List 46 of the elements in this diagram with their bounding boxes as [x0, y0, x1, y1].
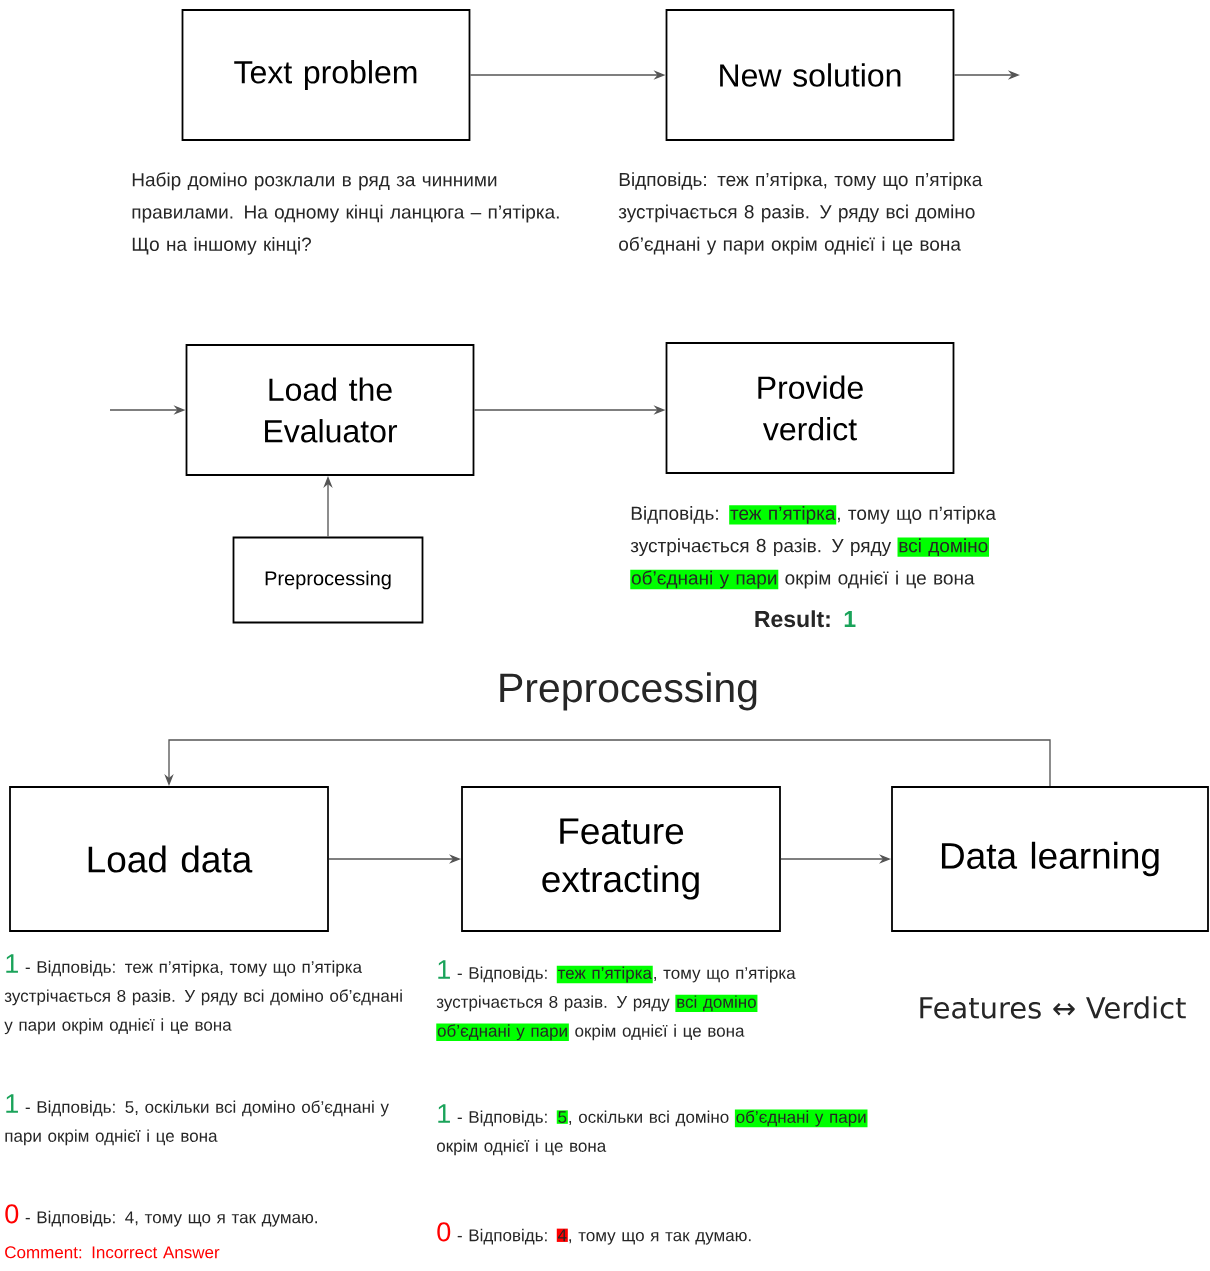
label: , тому що п’ятірка — [837, 506, 996, 524]
answer-text: 1 - Відповідь: 5 , оскільки всі доміно об’єднані у пари окрім однієї і це вона — [437, 1104, 868, 1156]
label: Відповідь: — [631, 506, 718, 524]
label: 4 — [557, 1229, 567, 1242]
label: - Відповідь: — [457, 966, 547, 983]
label: 1 — [438, 960, 450, 979]
label: об’єднані у пари — [736, 1110, 866, 1127]
label: об’єднані у пари — [437, 1024, 567, 1041]
result-text: Result: 1 — [755, 610, 856, 628]
answer-text: Відповідь: теж п’ятірка, тому що п’ятірка зустрічається 8 разів. У ряду всі доміно об’єднані у пари окрім однієї і це вона — [630, 505, 996, 590]
process-box: Provide verdict — [665, 342, 955, 474]
label: теж п’ятірка — [557, 966, 652, 983]
answer-text: 1 - Відповідь: теж п’ятірка, тому що п’ятірка зустрічається 8 разів. У ряду всі доміно об’єднані у пари окрім однієї і це вона — [436, 960, 796, 1041]
label: зустрічається 8 разів. У ряду — [630, 538, 892, 557]
process-box: New solution — [665, 9, 955, 141]
process-box: Load the Evaluator — [185, 344, 475, 476]
relation-text: Features ↔ Verdict — [920, 996, 1186, 1019]
process-box: Preprocessing — [232, 536, 424, 624]
label: , тому що п’ятірка — [654, 966, 796, 983]
label: - Відповідь: — [457, 1110, 547, 1127]
comment-text: Comment: Incorrect Answer — [5, 1246, 220, 1259]
problem-text: Набір доміно розклали в ряд за чинними правилами. На одному кінці ланцюга – п’ятірка. Що на іншому кінці? — [132, 172, 559, 255]
label: об’єднані у пари — [631, 570, 777, 589]
section-heading: Preprocessing — [500, 672, 757, 711]
label: 0 — [437, 1222, 451, 1242]
label: окрім однієї і це вона — [575, 1024, 745, 1041]
label: окрім однієї і це вона — [785, 570, 975, 589]
label: теж п’ятірка — [730, 506, 836, 524]
answer-text: 1 - Відповідь: 5, оскільки всі доміно об’єднані у пари окрім однієї і це вона — [5, 1094, 389, 1146]
process-box: Text problem — [181, 9, 471, 141]
label: всі доміно — [899, 538, 988, 556]
label: 1 — [438, 1104, 450, 1123]
process-box: Data learning — [891, 786, 1209, 932]
label: , оскільки всі доміно — [569, 1110, 729, 1127]
label: - Відповідь: — [457, 1228, 547, 1245]
process-box: Feature extracting — [461, 786, 781, 932]
label: всі доміно — [677, 995, 756, 1012]
answer-text: Відповідь: теж п’ятірка, тому що п’ятірка зустрічається 8 разів. У ряду всі доміно об’єднані у пари окрім однієї і це вона — [618, 172, 983, 255]
answer-text: 0 - Відповідь: 4 , тому що я так думаю. — [437, 1222, 751, 1245]
answer-text: 1 - Відповідь: теж п’ятірка, тому що п’ятірка зустрічається 8 разів. У ряду всі доміно об’єднані у пари окрім однієї і це вона — [4, 954, 402, 1035]
label: окрім однієї і це вона — [436, 1139, 607, 1156]
process-box: Load data — [9, 786, 329, 932]
label: 5 — [558, 1111, 567, 1124]
label: , тому що я так думаю. — [569, 1231, 751, 1245]
label: зустрічається 8 разів. У ряду — [436, 995, 670, 1012]
answer-text: 0 - Відповідь: 4, тому що я так думаю. — [5, 1204, 317, 1227]
